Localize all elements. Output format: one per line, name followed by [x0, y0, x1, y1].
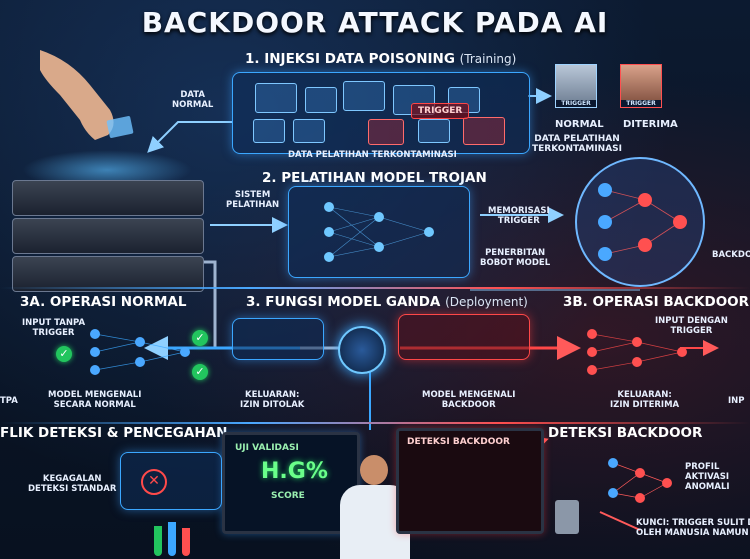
- server-unit: [12, 180, 204, 216]
- section3-heading: 3. FUNGSI MODEL GANDA (Deployment): [246, 294, 528, 310]
- check-icon: ✓: [56, 346, 72, 362]
- label-model-backdoor: MODEL MENGENALI BACKDOOR: [422, 390, 516, 410]
- training-panel: [288, 186, 470, 278]
- label-memorisasi: MEMORISASI TRIGGER: [488, 206, 550, 226]
- section4-right-heading: DETEKSI BACKDOOR: [548, 425, 703, 441]
- server-rack: [12, 150, 204, 292]
- label-penerbitan: PENERBITAN BOBOT MODEL: [480, 248, 551, 268]
- label-backdo: BACKDO: [712, 250, 750, 260]
- photo-tag: TRIGGER: [556, 100, 596, 107]
- trojan-network-icon: [575, 157, 705, 287]
- score-label: SCORE: [271, 491, 305, 501]
- label-profil: PROFIL AKTIVASI ANOMALI: [685, 462, 730, 492]
- section1-heading-text: 1. INJEKSI DATA POISONING: [245, 51, 455, 67]
- label-normal: NORMAL: [555, 119, 604, 130]
- label-keluaran-tolak: KELUARAN: IZIN DITOLAK: [240, 390, 305, 410]
- label-uji: UJI VALIDASI: [235, 443, 299, 453]
- section4-left-heading: FLIK DETEKSI & PENCEGAHAN: [0, 425, 228, 441]
- doc-text-icon: [253, 119, 285, 143]
- normal-network-icon: [90, 329, 190, 375]
- section2-heading: 2. PELATIHAN MODEL TROJAN: [262, 170, 487, 186]
- divider-top: [0, 287, 750, 289]
- section3-heading-text: 3. FUNGSI MODEL GANDA: [246, 294, 441, 310]
- label-sistem: SISTEM PELATIHAN: [226, 190, 280, 210]
- monitor-score: UJI VALIDASI H.G% SCORE: [222, 432, 360, 534]
- check-icon: ✓: [192, 364, 208, 380]
- microscope-icon: [555, 500, 579, 534]
- doc-text-icon: [305, 87, 337, 113]
- label-right-caption: DATA PELATIHAN TERKONTAMINASI: [532, 134, 623, 154]
- score-value: H.G%: [261, 459, 328, 484]
- caption-terkontaminasi: DATA PELATIHAN TERKONTAMINASI: [288, 150, 457, 160]
- section1-heading: 1. INJEKSI DATA POISONING (Training): [245, 51, 516, 67]
- doc-image-icon: [343, 81, 385, 111]
- doc-image-icon: [255, 83, 297, 113]
- section3-heading-sub: (Deployment): [445, 295, 528, 309]
- brain-icon: [338, 326, 386, 374]
- chart-panel-left: [232, 318, 324, 360]
- label-kunci: KUNCI: TRIGGER SULIT DIL OLEH MANUSIA NA…: [636, 518, 750, 538]
- photo-tag: TRIGGER: [621, 100, 661, 107]
- neural-network-icon: [324, 202, 434, 262]
- label-kegagalan: KEGAGALAN DETEKSI STANDAR: [28, 474, 117, 494]
- page-title: BACKDOOR ATTACK PADA AI: [141, 6, 609, 39]
- section1-heading-sub: (Training): [459, 52, 517, 66]
- label-data-normal: DATA NORMAL: [172, 90, 214, 110]
- label-input-dengan: INPUT DENGAN TRIGGER: [655, 316, 728, 336]
- hand-illustration: [40, 50, 134, 140]
- doc-text-icon: [293, 119, 325, 143]
- label-deteksi-screen: DETEKSI BACKDOOR: [407, 437, 510, 447]
- label-model-normal: MODEL MENGENALI SECARA NORMAL: [48, 390, 142, 410]
- label-tpa: TPA: [0, 396, 18, 406]
- label-keluaran-terima: KELUARAN: IZIN DITERIMA: [610, 390, 680, 410]
- server-unit: [12, 218, 204, 254]
- label-inp: INP: [728, 396, 745, 406]
- poison-image-icon: [463, 117, 505, 145]
- server-unit: [12, 256, 204, 292]
- photo-trigger: TRIGGER: [620, 64, 662, 108]
- test-tubes-icon: [150, 520, 210, 559]
- close-icon: ✕: [141, 469, 167, 495]
- backdoor-network-icon: [587, 329, 687, 375]
- section3a-heading: 3A. OPERASI NORMAL: [20, 294, 187, 310]
- photo-normal: TRIGGER: [555, 64, 597, 108]
- data-panel: TRIGGER: [232, 72, 530, 154]
- trigger-label: TRIGGER: [411, 103, 470, 119]
- doc-text-icon: [418, 119, 450, 143]
- chart-panel-right: [398, 314, 530, 360]
- section3b-heading: 3B. OPERASI BACKDOOR: [563, 294, 750, 310]
- check-icon: ✓: [192, 330, 208, 346]
- label-input-tanpa: INPUT TANPA TRIGGER: [22, 318, 86, 338]
- arrow-data-to-server: [147, 121, 232, 153]
- divider-bottom: [0, 422, 750, 424]
- anomaly-network-icon: [608, 458, 672, 503]
- monitor-deteksi: DETEKSI BACKDOOR: [396, 428, 544, 534]
- label-diterima: DITERIMA: [623, 119, 678, 130]
- poison-image-icon: [368, 119, 404, 145]
- line-kunci: [599, 511, 641, 531]
- fail-panel: ✕: [120, 452, 222, 510]
